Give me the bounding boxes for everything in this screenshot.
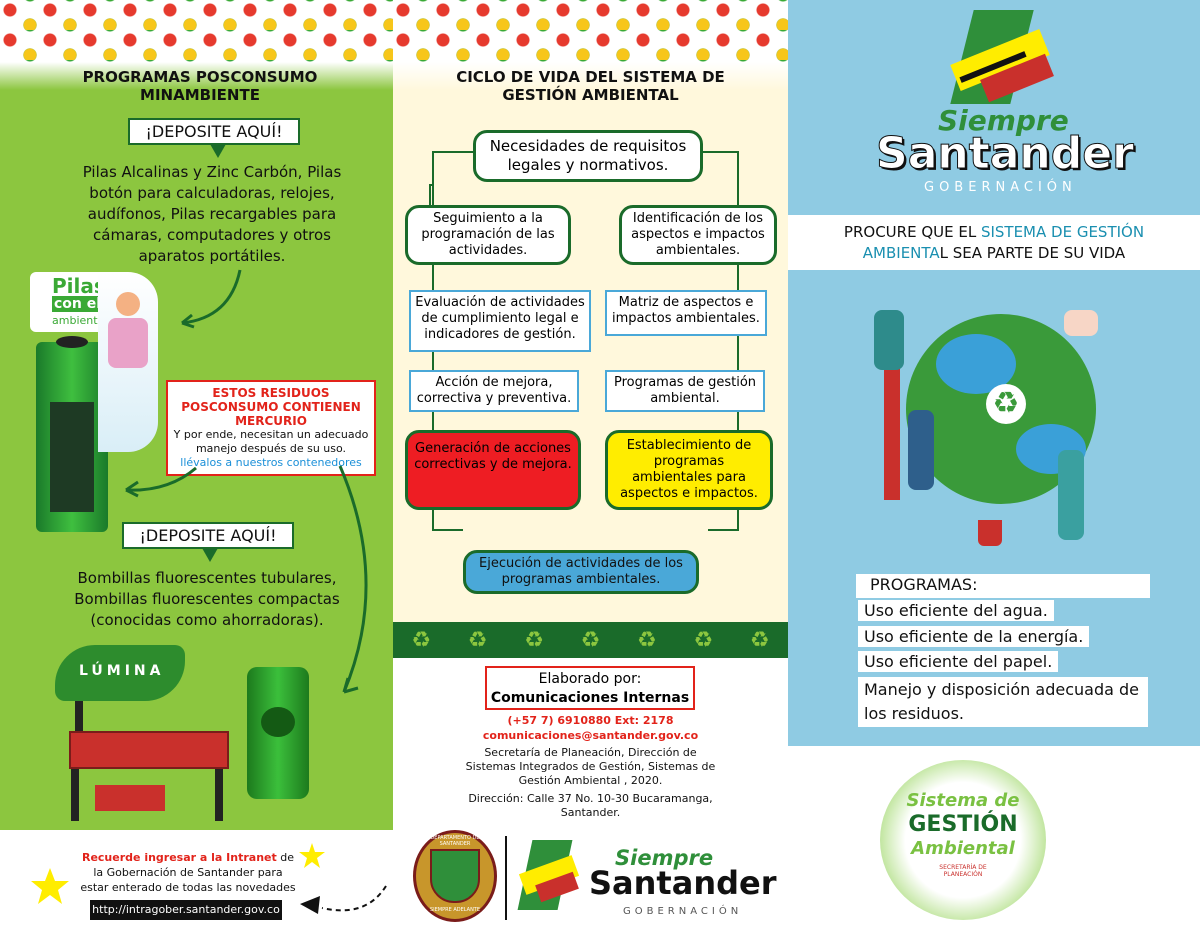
program-item: Manejo y disposición adecuada de los res… <box>858 677 1148 727</box>
node-execution: Ejecución de actividades de los programa… <box>463 550 699 594</box>
node-evaluation: Evaluación de actividades de cumplimient… <box>409 290 591 352</box>
seal-text: DEPARTAMENTO DE SANTANDER <box>430 835 480 847</box>
mercury-warning: ESTOS RESIDUOS POSCONSUMO CONTIENEN MERC… <box>166 380 376 476</box>
lumina-containers-image: LÚMINA <box>55 645 355 825</box>
slogan-part-b: SISTEMA DE GESTIÓN AMBIENTA <box>862 223 1145 262</box>
lumina-text: LÚMINA <box>79 663 165 679</box>
intranet-footer: Recuerde ingresar a la Intranet de la Go… <box>0 830 393 933</box>
slogan: PROCURE QUE EL SISTEMA DE GESTIÓN AMBIEN… <box>808 222 1180 264</box>
bulb-items-text: Bombillas fluorescentes tubulares, Bombi… <box>74 569 340 629</box>
person-illustration <box>874 310 904 370</box>
posconsumo-title: PROGRAMAS POSCONSUMO MINAMBIENTE <box>82 68 318 104</box>
intranet-highlight: Recuerde ingresar a la Intranet <box>81 851 277 864</box>
logo-siempre-small: Siempre <box>615 846 714 870</box>
green-tube-bin <box>247 667 309 799</box>
programs-panel: Siempre Santander GOBERNACIÓN PROCURE QU… <box>788 0 1200 933</box>
recycle-icon: ♻ <box>637 627 657 653</box>
bin-brand-text: Pilas <box>52 274 106 298</box>
badge-sub: SECRETARÍA DE PLANEACIÓN <box>939 864 987 878</box>
badge-line-3: Ambiental <box>911 838 1015 859</box>
warning-title: ESTOS RESIDUOS POSCONSUMO CONTIENEN MERC… <box>181 386 361 428</box>
node-follow-up: Seguimiento a la programación de las act… <box>405 205 571 265</box>
deposit-label-bulbs: ¡DEPOSITE AQUÍ! <box>122 522 294 549</box>
node-programs: Programas de gestión ambiental. <box>605 370 765 412</box>
credits-phone: (+57 7) 6910880 Ext: 2178 <box>507 714 674 727</box>
lumina-sign: LÚMINA <box>55 645 185 701</box>
intranet-reminder: Recuerde ingresar a la Intranet de la Go… <box>78 850 298 895</box>
recycle-icon: ♻ <box>411 627 432 653</box>
badge-line-2: GESTIÓN <box>908 812 1018 837</box>
child-figure <box>116 292 140 316</box>
hex-pattern-header <box>0 0 393 62</box>
person-illustration <box>1058 450 1084 540</box>
arrow-down-icon <box>202 548 218 562</box>
curved-arrow-left-icon <box>125 466 197 498</box>
recycle-icon: ♻ <box>467 627 488 653</box>
speech-bubble-icon <box>1064 310 1098 336</box>
star-icon <box>299 843 325 868</box>
person-illustration <box>908 410 934 490</box>
curved-arrow-icon <box>181 269 242 329</box>
logo-siempre: Siempre <box>938 104 1069 137</box>
posconsumo-panel: PROGRAMAS POSCONSUMO MINAMBIENTE ¡DEPOSI… <box>0 0 393 933</box>
credits-area: Elaborado por: Comunicaciones Internas (… <box>393 658 788 933</box>
red-drawers <box>69 731 229 769</box>
program-item: Uso eficiente del agua. <box>858 600 1054 621</box>
department-seal: DEPARTAMENTO DE SANTANDER SIEMPRE ADELAN… <box>413 830 497 922</box>
pointer-arrow-icon <box>300 885 387 914</box>
hex-pattern-header <box>393 0 788 62</box>
battery-bin-image: Pilas con el ambiente <box>18 272 158 552</box>
arrow-down-icon <box>210 144 226 158</box>
node-identification: Identificación de los aspectos e impacto… <box>619 205 777 265</box>
lifecycle-title: CICLO DE VIDA DEL SISTEMA DE GESTIÓN AMB… <box>456 68 725 104</box>
credits-email[interactable]: comunicaciones@santander.gov.co <box>482 729 699 742</box>
recycle-icon: ♻ <box>524 627 544 653</box>
program-item: Uso eficiente de la energía. <box>858 626 1090 647</box>
node-legal-requirements: Necesidades de requisitos legales y norm… <box>473 130 703 182</box>
programs-title: PROGRAMAS: <box>856 574 1150 598</box>
credits-label: Elaborado por: <box>538 671 642 687</box>
credits-box: Elaborado por: Comunicaciones Internas <box>485 666 695 710</box>
recycle-icon: ♻ <box>986 384 1026 424</box>
credits-address: Dirección: Calle 37 No. 10-30 Bucaramang… <box>468 792 713 819</box>
seal-motto: SIEMPRE ADELANTE <box>429 907 481 913</box>
star-icon <box>31 868 69 904</box>
bin-brand-text-2: con el <box>52 296 104 312</box>
node-establishment: Establecimiento de programas ambientales… <box>605 430 773 510</box>
recycle-strip: ♻ ♻ ♻ ♻ ♻ ♻ ♻ <box>393 622 788 658</box>
recycle-icon: ♻ <box>749 627 770 653</box>
long-curved-arrow-icon <box>338 465 368 694</box>
logo-gobernacion-small: GOBERNACIÓN <box>623 906 743 917</box>
node-improvement: Acción de mejora, correctiva y preventiv… <box>409 370 579 412</box>
deposit-label-batteries: ¡DEPOSITE AQUÍ! <box>128 118 300 145</box>
credits-org: Comunicaciones Internas <box>490 690 690 706</box>
credits-source: Secretaría de Planeación, Dirección de S… <box>465 746 716 787</box>
recycle-icon: ♻ <box>693 627 714 653</box>
promo-banner <box>98 272 158 452</box>
illustration-area: ♻ PROGRAMAS: <box>788 270 1200 746</box>
plant-pot-icon <box>978 520 1002 546</box>
environmental-badge: Sistema de GESTIÓN Ambiental SECRETARÍA … <box>880 760 1046 920</box>
santander-map-logo-small <box>515 834 585 920</box>
bin-brand-text-3: ambiente <box>52 314 105 327</box>
slogan-part-a: PROCURE QUE EL <box>843 223 981 241</box>
slogan-part-c: L SEA PARTE DE SU VIDA <box>939 244 1126 262</box>
santander-map-logo <box>938 6 1058 110</box>
logo-gobernacion: GOBERNACIÓN <box>924 180 1077 195</box>
intranet-rest: de la Gobernación de Santander para esta… <box>80 851 296 894</box>
badge-line-1: Sistema de <box>906 790 1020 811</box>
lifecycle-panel: CICLO DE VIDA DEL SISTEMA DE GESTIÓN AMB… <box>393 0 788 933</box>
warning-body: Y por ende, necesitan un adecuado manejo… <box>173 428 369 455</box>
node-corrective-actions: Generación de acciones correctivas y de … <box>405 430 581 510</box>
battery-items-text: Pilas Alcalinas y Zinc Carbón, Pilas bot… <box>82 163 342 265</box>
ladder-illustration <box>884 340 900 500</box>
intranet-link[interactable]: http://intragober.santander.gov.co <box>90 900 282 920</box>
warning-link: llévalos a nuestros contenedores <box>180 456 362 469</box>
logo-santander-small: Santander <box>589 864 777 902</box>
program-item: Uso eficiente del papel. <box>858 651 1059 672</box>
node-matrix: Matriz de aspectos e impactos ambientale… <box>605 290 767 336</box>
logo-santander: Santander <box>876 128 1135 180</box>
recycle-icon: ♻ <box>580 627 601 653</box>
green-bin <box>36 336 108 532</box>
